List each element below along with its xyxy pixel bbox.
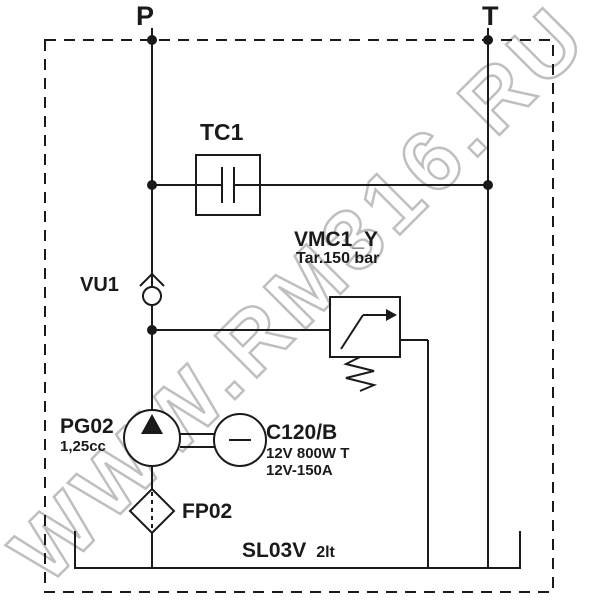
- fp02-label: FP02: [182, 500, 233, 523]
- check-valve-ball-icon: [142, 286, 162, 306]
- pg02-label: PG02: [60, 415, 114, 438]
- check-valve-seat-icon: [139, 272, 165, 287]
- junction-dot-p-boundary: [147, 35, 157, 45]
- c120b-spec2-label: 12V-150A: [266, 462, 333, 479]
- c120b-label: C120/B: [266, 421, 338, 444]
- junction-dot-vmc1: [147, 325, 157, 335]
- vmc1-arrow-diagonal: [340, 314, 364, 350]
- vmc1-setting-label: Tar.150 bar: [296, 250, 380, 267]
- vmc1-label: VMC1_Y: [294, 228, 379, 251]
- tc1-label: TC1: [200, 119, 244, 145]
- tank-capacity-label: 2lt: [316, 544, 335, 561]
- port-label-t: T: [482, 1, 499, 31]
- port-label-p: P: [136, 1, 155, 31]
- junction-dot-t-boundary: [483, 35, 493, 45]
- vmc1-arrow-head-icon: [386, 309, 397, 321]
- junction-dot-tc1-right: [483, 180, 493, 190]
- vmc1-valve-box: [329, 296, 401, 358]
- tank-label-group: SL03V 2lt: [242, 540, 335, 561]
- tank-symbol: [74, 531, 521, 569]
- c120b-spec1-label: 12V 800W T: [266, 445, 350, 462]
- vu1-label: VU1: [80, 274, 119, 296]
- tc1-box: [195, 154, 261, 216]
- junction-dot-tc1-left: [147, 180, 157, 190]
- tank-label: SL03V: [242, 539, 307, 562]
- pump-flow-triangle-icon: [141, 414, 163, 434]
- vmc1-spring-icon: [343, 356, 378, 392]
- enclosure-boundary: [44, 39, 554, 593]
- pg02-displacement-label: 1,25cc: [60, 438, 106, 455]
